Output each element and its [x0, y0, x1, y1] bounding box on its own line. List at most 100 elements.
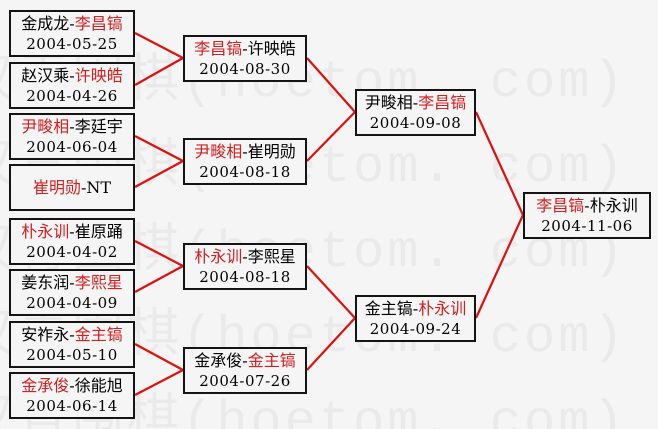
match-date: 2004-04-02 [26, 242, 118, 261]
match-box-r1-3[interactable]: 尹畯相-李廷宇 2004-06-04 [9, 113, 135, 160]
match-date: 2004-04-09 [26, 293, 118, 312]
match-date: 2004-04-26 [26, 86, 118, 105]
match-players: 崔明勋-NT [33, 178, 111, 198]
match-players: 朴永训-崔原踊 [21, 222, 122, 242]
player-name: 许映皓 [247, 38, 296, 58]
match-players: 李昌镐-朴永训 [536, 196, 637, 216]
match-box-sf-1[interactable]: 尹畯相-李昌镐 2004-09-08 [355, 89, 476, 136]
match-box-r1-1[interactable]: 金成龙-李昌镐 2004-05-25 [9, 10, 135, 57]
match-players: 赵汉乘-许映皓 [21, 66, 122, 86]
player-name: 崔明勋 [32, 177, 81, 197]
match-date: 2004-06-14 [26, 396, 118, 415]
player-name: 徐能旭 [74, 375, 123, 395]
match-date: 2004-11-06 [541, 216, 633, 235]
connector-line [306, 57, 356, 113]
player-separator: - [69, 221, 75, 241]
match-players: 安祚永-金主镐 [21, 325, 122, 345]
player-name: 李廷宇 [74, 116, 123, 136]
player-name: 金主镐 [364, 298, 413, 318]
player-name: 朴永训 [589, 195, 638, 215]
match-date: 2004-07-26 [199, 371, 291, 390]
match-box-r1-7[interactable]: 安祚永-金主镐 2004-05-10 [9, 321, 135, 368]
match-players: 金承俊-徐能旭 [21, 376, 122, 396]
player-name: NT [86, 177, 112, 197]
connector-line [134, 135, 184, 162]
connector-line [306, 265, 356, 319]
player-separator: - [69, 375, 75, 395]
connector-line [306, 111, 356, 162]
player-separator: - [69, 13, 75, 33]
match-box-sf-2[interactable]: 金主镐-朴永训 2004-09-24 [355, 295, 476, 342]
player-name: 李熙星 [74, 272, 123, 292]
connector-line [134, 32, 184, 59]
match-date: 2004-05-25 [26, 34, 118, 53]
player-name: 李昌镐 [418, 92, 467, 112]
match-box-r1-2[interactable]: 赵汉乘-许映皓 2004-04-26 [9, 62, 135, 109]
player-name: 尹畯相 [364, 92, 413, 112]
player-name: 金主镐 [247, 350, 296, 370]
match-players: 金成龙-李昌镐 [21, 14, 122, 34]
player-separator: - [412, 298, 419, 318]
player-name: 崔原踊 [74, 221, 123, 241]
match-date: 2004-08-30 [199, 59, 291, 78]
match-box-r1-8[interactable]: 金承俊-徐能旭 2004-06-14 [9, 372, 135, 419]
connector-line [474, 214, 525, 319]
player-name: 尹畯相 [21, 116, 70, 136]
player-separator: - [242, 350, 248, 370]
connector-line [134, 265, 184, 293]
match-date: 2004-08-18 [199, 267, 291, 286]
player-separator: - [242, 38, 248, 58]
player-separator: - [584, 195, 590, 215]
match-players: 尹畯相-崔明勋 [194, 142, 295, 162]
player-name: 金承俊 [21, 375, 70, 395]
connector-line [134, 369, 184, 396]
match-box-r2-4[interactable]: 金承俊-金主镐 2004-07-26 [183, 347, 307, 394]
player-name: 尹畯相 [194, 141, 243, 161]
match-box-r1-4[interactable]: 崔明勋-NT [9, 164, 135, 211]
match-box-r2-3[interactable]: 朴永训-李熙星 2004-08-18 [183, 243, 307, 290]
player-name: 金成龙 [21, 13, 70, 33]
match-players: 尹畯相-李廷宇 [21, 117, 122, 137]
match-players: 金主镐-朴永训 [365, 299, 466, 319]
player-separator: - [80, 177, 87, 197]
match-players: 李昌镐-许映皓 [194, 39, 295, 59]
player-name: 姜东润 [21, 272, 70, 292]
player-separator: - [69, 272, 75, 292]
player-name: 安祚永 [21, 324, 70, 344]
player-separator: - [242, 246, 248, 266]
match-date: 2004-09-24 [369, 319, 462, 338]
match-box-r2-2[interactable]: 尹畯相-崔明勋 2004-08-18 [183, 138, 307, 185]
player-name: 李昌镐 [74, 13, 123, 33]
connector-line [134, 57, 184, 86]
player-name: 朴永训 [418, 298, 467, 318]
player-separator: - [412, 92, 419, 112]
match-box-final[interactable]: 李昌镐-朴永训 2004-11-06 [523, 192, 651, 239]
connector-line [134, 240, 184, 267]
player-name: 朴永训 [21, 221, 70, 241]
player-name: 金主镐 [74, 324, 123, 344]
player-separator: - [69, 324, 75, 344]
match-box-r1-6[interactable]: 姜东润-李熙星 2004-04-09 [9, 269, 135, 316]
player-separator: - [69, 65, 75, 85]
player-name: 李熙星 [247, 246, 296, 266]
match-date: 2004-09-08 [369, 113, 462, 132]
match-players: 姜东润-李熙星 [21, 273, 122, 293]
connector-line [474, 111, 525, 216]
player-name: 朴永训 [194, 246, 243, 266]
player-name: 赵汉乘 [21, 65, 70, 85]
player-separator: - [69, 116, 75, 136]
connector-line [306, 317, 356, 371]
match-box-r2-1[interactable]: 李昌镐-许映皓 2004-08-30 [183, 35, 307, 82]
match-date: 2004-05-10 [26, 345, 118, 364]
player-name: 金承俊 [194, 350, 243, 370]
match-players: 尹畯相-李昌镐 [365, 93, 466, 113]
player-name: 崔明勋 [247, 141, 296, 161]
match-date: 2004-06-04 [26, 137, 118, 156]
connector-line [134, 343, 184, 371]
player-name: 李昌镐 [536, 195, 585, 215]
player-name: 许映皓 [74, 65, 123, 85]
match-date: 2004-08-18 [199, 162, 291, 181]
match-box-r1-5[interactable]: 朴永训-崔原踊 2004-04-02 [9, 218, 135, 265]
